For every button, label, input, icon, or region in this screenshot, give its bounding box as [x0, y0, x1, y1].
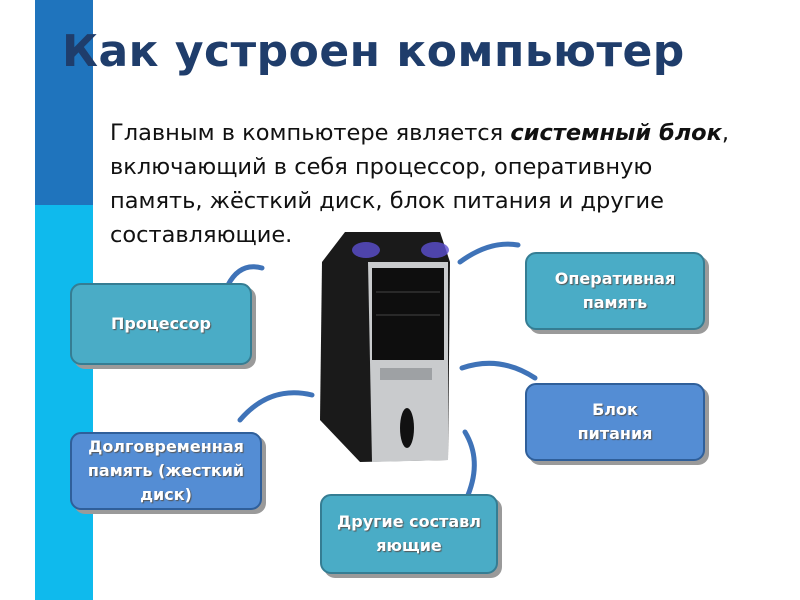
accent-bar-top [35, 0, 93, 205]
arrow-other [462, 429, 477, 498]
arrow-ram [457, 241, 521, 265]
arrow-hdd [237, 390, 315, 423]
accent-bar-bottom [35, 205, 93, 600]
slide-body-text: Главным в компьютере является системный … [110, 116, 750, 252]
arrow-psu [459, 360, 538, 381]
arrows [225, 241, 538, 498]
other-components-box: Другие составляющие [320, 494, 498, 574]
hdd-box: Долговременная память (жесткий диск) [70, 432, 262, 510]
arrow-cpu [225, 264, 265, 288]
psu-box: Блок питания [525, 383, 705, 461]
ram-box: Оперативная память [525, 252, 705, 330]
system-unit-image [320, 232, 450, 462]
body-text-end: , включающий в себя процессор, оперативн… [110, 120, 730, 248]
body-text-bold: системный блок [510, 120, 722, 146]
cpu-box: Процессор [70, 283, 252, 365]
slide-title: Как устроен компьютер [62, 26, 685, 77]
body-text-start: Главным в компьютере является [110, 120, 511, 146]
